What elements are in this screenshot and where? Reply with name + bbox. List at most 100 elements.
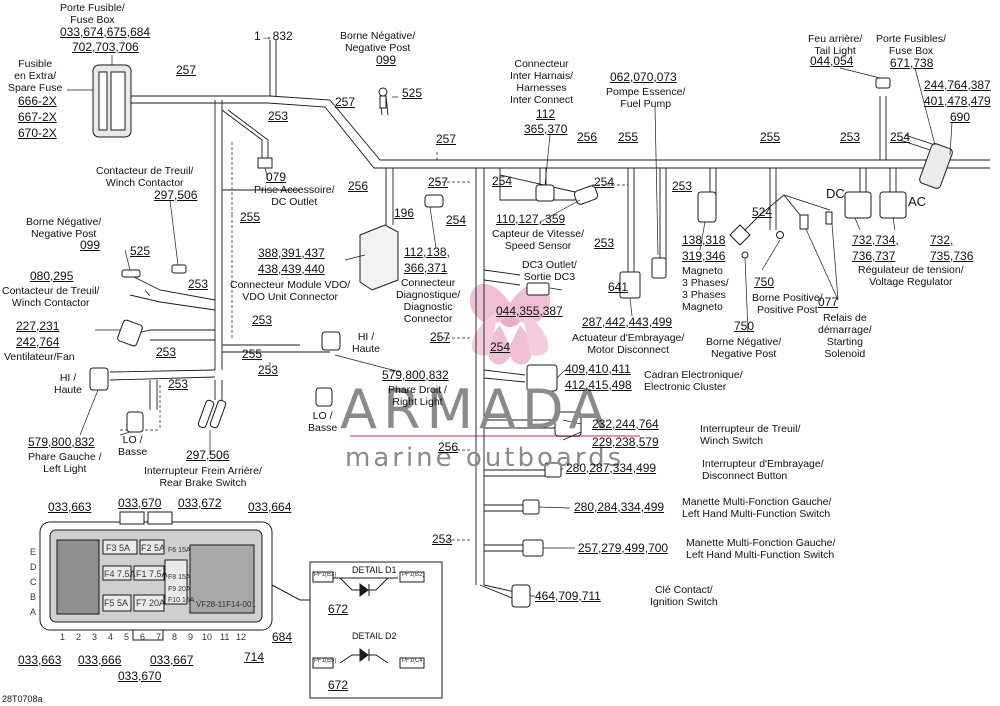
label-spare-fuse: Fusible en Extra/ Spare Fuse <box>8 58 63 94</box>
pn-fuse-box-b: 702,703,706 <box>72 40 139 54</box>
pn-winch-switch-b: 229,238,579 <box>592 435 659 449</box>
label-lo-basse-mid: LO / Basse <box>308 410 338 434</box>
harness-255-b: 255 <box>760 130 781 144</box>
pn-fan-b: 242,764 <box>16 335 60 349</box>
harness-254-c: 254 <box>492 174 513 188</box>
pn-magneto-a: 138,318 <box>682 233 726 247</box>
label-lo-basse-left: LO / Basse <box>118 434 148 458</box>
pn-winch-contactor: 297,506 <box>154 188 198 202</box>
speed-sensor-icon <box>573 185 599 205</box>
label-right-light: Phare Droit / Right Light <box>388 384 447 408</box>
fuse-box-part-code: VF28-11F14-001 <box>196 600 256 609</box>
fuse-col-4: 4 <box>108 632 114 642</box>
label-dc-outlet: Prise Accessoire/ DC Outlet <box>254 184 335 208</box>
dashed-leaders <box>120 140 628 541</box>
label-winch-contactor-top: Contacteur de Treuil/ Winch Contactor <box>96 165 194 189</box>
harness-254-e: 254 <box>490 340 511 354</box>
pn-neg-post-top: 099 <box>376 53 397 67</box>
fuse-col-6: 6 <box>140 632 146 642</box>
label-ac: AC <box>908 194 927 209</box>
label-fuse-box: Porte Fusible/ Fuse Box <box>60 2 125 26</box>
label-cluster: Cadran Electronique/ Electronic Cluster <box>644 369 743 393</box>
fuse-rating-6: F1 7.5A <box>136 569 168 579</box>
harness-255-c: 255 <box>240 210 261 224</box>
pn-speed: 110,127, 359 <box>496 212 566 226</box>
inter-connect-icon <box>535 184 555 202</box>
harness-254-d: 254 <box>594 175 615 189</box>
pn-fb-2: 033,670 <box>118 496 162 510</box>
negative-post-top-icon <box>378 87 388 97</box>
pn-neg-post-left-525: 525 <box>130 244 151 258</box>
label-winch-contactor-left: Contacteur de Treuil/ Winch Contactor <box>2 285 100 309</box>
fuse-row-a: A <box>30 607 37 617</box>
watermark-title: ARMADA <box>340 378 612 441</box>
pn-fb-4: 033,664 <box>248 500 292 514</box>
label-hi-haute-left: HI / Haute <box>54 372 83 396</box>
pn-rr-b: 401,478,479 <box>924 94 991 108</box>
pn-cluster-b: 412,415,498 <box>565 378 632 392</box>
fuse-col-11: 11 <box>220 632 230 642</box>
fuse-box-detail <box>39 511 310 641</box>
label-tail-light: Feu arrière/ Tail Light <box>808 33 863 57</box>
label-solenoid: Relais de démarrage/ Starting Solenoid <box>818 312 872 360</box>
harness-257-a: 257 <box>176 63 197 77</box>
harness-256-c: 256 <box>438 440 459 454</box>
pn-tail-light: 044,054 <box>810 54 854 68</box>
label-arrow-832: 1→832 <box>254 29 293 43</box>
harness-257-c: 257 <box>436 132 457 146</box>
mfs-left-2-icon <box>522 539 544 557</box>
fuse-row-d: D <box>30 562 37 572</box>
pn-fan-a: 227,231 <box>16 319 60 333</box>
detail-pf1-b2: PF1(B2) <box>402 572 425 578</box>
dc-outlet-icon <box>257 157 273 169</box>
label-left-light: Phare Gauche / Left Light <box>28 451 102 475</box>
pn-ignition: 464,709,711 <box>535 589 601 603</box>
pn-reg-right-a: 732, <box>930 233 954 247</box>
fuse-rating-5: F4 7.5A <box>104 569 136 579</box>
vdo-connector-icon <box>359 224 399 291</box>
label-detail-d1: DETAIL D1 <box>352 565 397 575</box>
fuse-col-9: 9 <box>188 632 194 642</box>
fuse-rating-4: F9 20A <box>168 586 191 593</box>
pn-cluster-a: 409,410,411 <box>565 362 631 376</box>
harness-253-a: 253 <box>268 109 289 123</box>
pn-mfs-2: 257,279,499,700 <box>578 541 669 555</box>
pn-mfs-1: 280,284,334,499 <box>574 500 665 514</box>
pn-d1-672: 672 <box>328 602 349 616</box>
label-hi-haute-mid: HI / Haute <box>352 331 381 355</box>
fuse-rating-9: F7 20A <box>136 598 166 608</box>
label-magneto: Magneto 3 Phases/ 3 Phases Magneto <box>682 265 729 313</box>
label-negative-post-right: Borne Négative/ Negative Post <box>706 336 782 360</box>
positive-post-icon <box>776 231 784 239</box>
fuse-rating-2: F2 5A <box>141 543 166 553</box>
label-dc: DC <box>826 186 845 201</box>
harness-257-e: 257 <box>430 330 451 344</box>
fuse-rating-7: F8 15A <box>168 574 191 581</box>
pn-reg-left-a: 732,734, <box>852 233 899 247</box>
label-ignition: Clé Contact/ Ignition Switch <box>650 584 718 608</box>
harness-255-d: 255 <box>242 347 263 361</box>
pn-reg-left-b: 736,737 <box>852 249 896 263</box>
fuse-rating-1: F3 5A <box>106 543 131 553</box>
detail-pf1-b5: PF1(B5) <box>314 658 337 664</box>
pn-neg-post-525: 525 <box>402 86 423 100</box>
harness-253-b: 253 <box>840 130 861 144</box>
label-winch-switch: Interrupteur de Treuil/ Winch Switch <box>700 423 801 447</box>
pn-disconnect: 280,287,334,499 <box>566 461 657 475</box>
label-fan: Ventilateur/Fan <box>4 351 75 363</box>
fuse-col-8: 8 <box>172 632 178 642</box>
harness-257-b: 257 <box>335 95 356 109</box>
label-neg-post-top: Borne Négative/ Negative Post <box>340 30 416 54</box>
pn-fb-7: 033,667 <box>150 653 194 667</box>
label-neg-post-left: Borne Négative/ Negative Post <box>26 216 102 240</box>
harness-256-b: 256 <box>348 179 369 193</box>
fuse-col-12: 12 <box>236 632 247 642</box>
pn-spare-2: 667-2X <box>18 110 57 124</box>
pn-vdo-b: 438,439,440 <box>258 262 325 276</box>
left-light-hi-icon <box>89 367 109 391</box>
pn-actuator: 287,442,443,499 <box>582 315 673 329</box>
label-brake: Interrupteur Frein Arrière/ Rear Brake S… <box>144 465 262 489</box>
label-fuse-box-right: Porte Fusibles/ Fuse Box <box>876 33 947 57</box>
harness-254-a: 254 <box>890 130 911 144</box>
rear-brake-switch-icon <box>197 399 215 429</box>
